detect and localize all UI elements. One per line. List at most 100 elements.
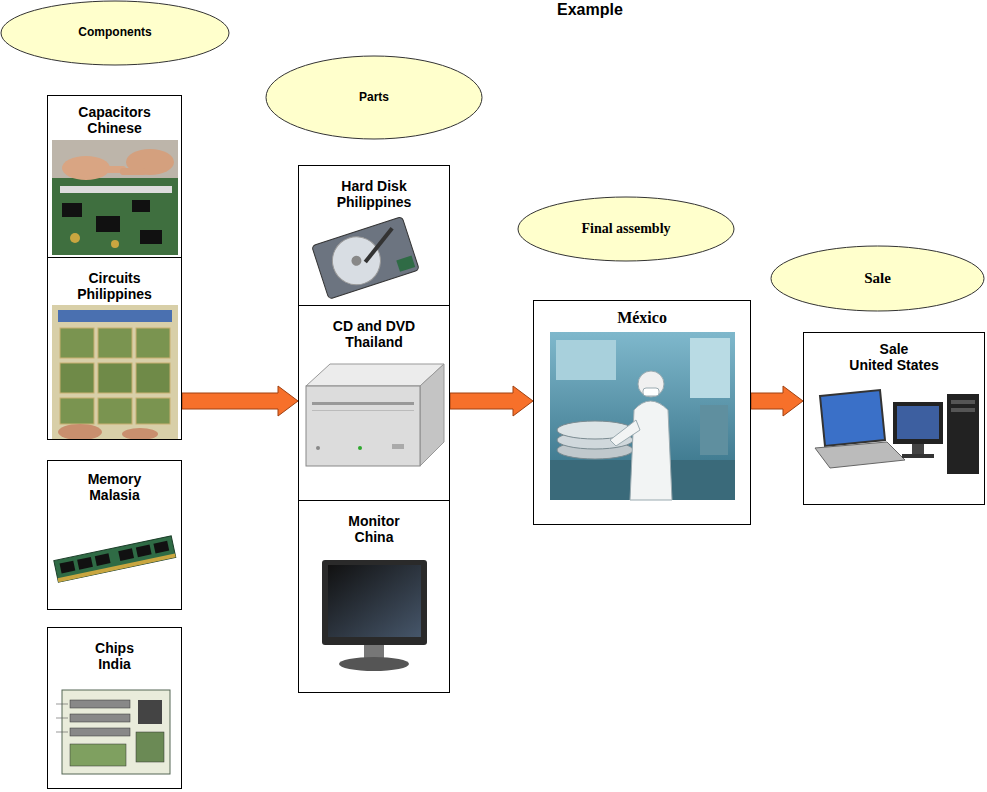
stage-ellipse: Sale [770, 245, 985, 312]
component-box: CircuitsPhilippines [47, 257, 182, 440]
circuits-photo-part [98, 328, 132, 358]
ellipse-shape [771, 246, 984, 311]
cd-dvd-drive-part [358, 446, 362, 450]
chips-board-part [70, 700, 130, 708]
capacitors-photo-part [62, 203, 82, 217]
part-box: MonitorChina [298, 500, 450, 693]
computers-picture [815, 390, 979, 474]
sale-box: SaleUnited States [803, 332, 985, 505]
capacitors-photo-part [120, 168, 146, 175]
computers-picture-part [947, 394, 979, 474]
factory-photo-part [643, 388, 659, 396]
chips-board-part [70, 714, 130, 722]
memory-module-part [77, 557, 93, 570]
chips-board-part [56, 732, 68, 733]
monitor-picture [322, 560, 427, 671]
hard-disk-picture-part [396, 256, 415, 272]
chips-board-part [138, 700, 162, 724]
computers-picture-part [912, 444, 924, 454]
part-box: CD and DVDThailand [298, 305, 450, 501]
node-label: CD and DVD [333, 318, 415, 334]
circuits-photo-part [60, 398, 94, 424]
circuits-photo-part [122, 428, 158, 440]
monitor-picture-part [328, 565, 421, 637]
monitor-picture-part [339, 657, 409, 671]
factory-photo-part [630, 401, 672, 500]
stage-ellipse: Components [0, 0, 230, 66]
computers-picture-part [951, 400, 975, 404]
cd-dvd-drive-part [312, 402, 414, 405]
capacitors-photo [52, 140, 178, 255]
circuits-photo-part [58, 424, 102, 440]
cd-dvd-drive-part [306, 386, 420, 466]
factory-photo-part [550, 332, 735, 500]
block-arrow [450, 386, 533, 416]
hard-disk-picture-part [326, 231, 386, 291]
hard-disk-picture-part [358, 228, 400, 262]
chips-board [56, 690, 170, 774]
memory-module-part [58, 553, 176, 582]
diagram-title: Example [557, 1, 623, 19]
ellipse-shape [518, 197, 734, 261]
node-label: Monitor [348, 513, 399, 529]
node-sublabel: Thailand [345, 334, 403, 350]
block-arrow [751, 386, 803, 416]
computers-picture-part [893, 402, 943, 444]
circuits-photo-part [98, 398, 132, 424]
capacitors-photo-part [96, 216, 120, 232]
component-box: ChipsIndia [47, 627, 182, 789]
chips-board-part [62, 690, 170, 774]
hard-disk-picture [312, 217, 420, 300]
hard-disk-picture-part [350, 254, 363, 267]
computers-picture-part [820, 390, 885, 446]
node-label: Components [78, 26, 151, 40]
node-sublabel: India [98, 656, 131, 672]
factory-photo-part [556, 340, 616, 380]
memory-module-part [136, 544, 152, 557]
cd-dvd-drive-part [312, 410, 414, 411]
cd-dvd-drive-part [316, 446, 320, 450]
cd-dvd-drive-part [392, 444, 404, 449]
node-label: Memory [88, 471, 142, 487]
circuits-photo-part [60, 328, 94, 358]
ellipse-shape [266, 56, 482, 139]
node-sublabel: Philippines [337, 194, 412, 210]
component-box: MemoryMalasia [47, 460, 182, 610]
node-sublabel: Malasia [89, 487, 140, 503]
circuits-photo-part [136, 398, 170, 424]
chips-board-part [70, 744, 126, 766]
node-sublabel: Philippines [77, 286, 152, 302]
circuits-photo-part [58, 310, 172, 322]
chips-board-part [56, 704, 68, 705]
node-label: Hard Disk [341, 178, 406, 194]
node-label: Parts [359, 91, 389, 105]
node-sublabel: China [355, 529, 394, 545]
hard-disk-picture-part [312, 217, 420, 300]
memory-module-part [153, 541, 169, 554]
memory-module-part [118, 548, 134, 561]
capacitors-photo-part [132, 200, 150, 212]
block-arrow [182, 386, 298, 416]
factory-photo [550, 332, 735, 500]
cd-dvd-drive-part [420, 364, 444, 466]
factory-photo-part [638, 371, 664, 397]
monitor-picture-part [322, 560, 427, 645]
capacitors-photo-part [140, 230, 162, 244]
stage-ellipse: Parts [265, 55, 483, 140]
memory-module-part [95, 553, 111, 566]
node-label: Sale [880, 341, 909, 357]
factory-photo-part [610, 420, 640, 446]
circuits-photo-part [136, 363, 170, 393]
computers-picture-part [951, 408, 975, 412]
node-sublabel: United States [849, 357, 938, 373]
node-label: Circuits [88, 270, 140, 286]
capacitors-photo-part [52, 178, 178, 255]
computers-picture-part [902, 454, 934, 458]
circuits-photo-part [60, 363, 94, 393]
node-label: Chips [95, 640, 134, 656]
memory-module-part [54, 536, 176, 582]
chips-board-part [136, 732, 164, 762]
cd-dvd-drive [306, 364, 444, 466]
assembly-box: México [533, 300, 751, 525]
factory-photo-part [690, 338, 730, 398]
